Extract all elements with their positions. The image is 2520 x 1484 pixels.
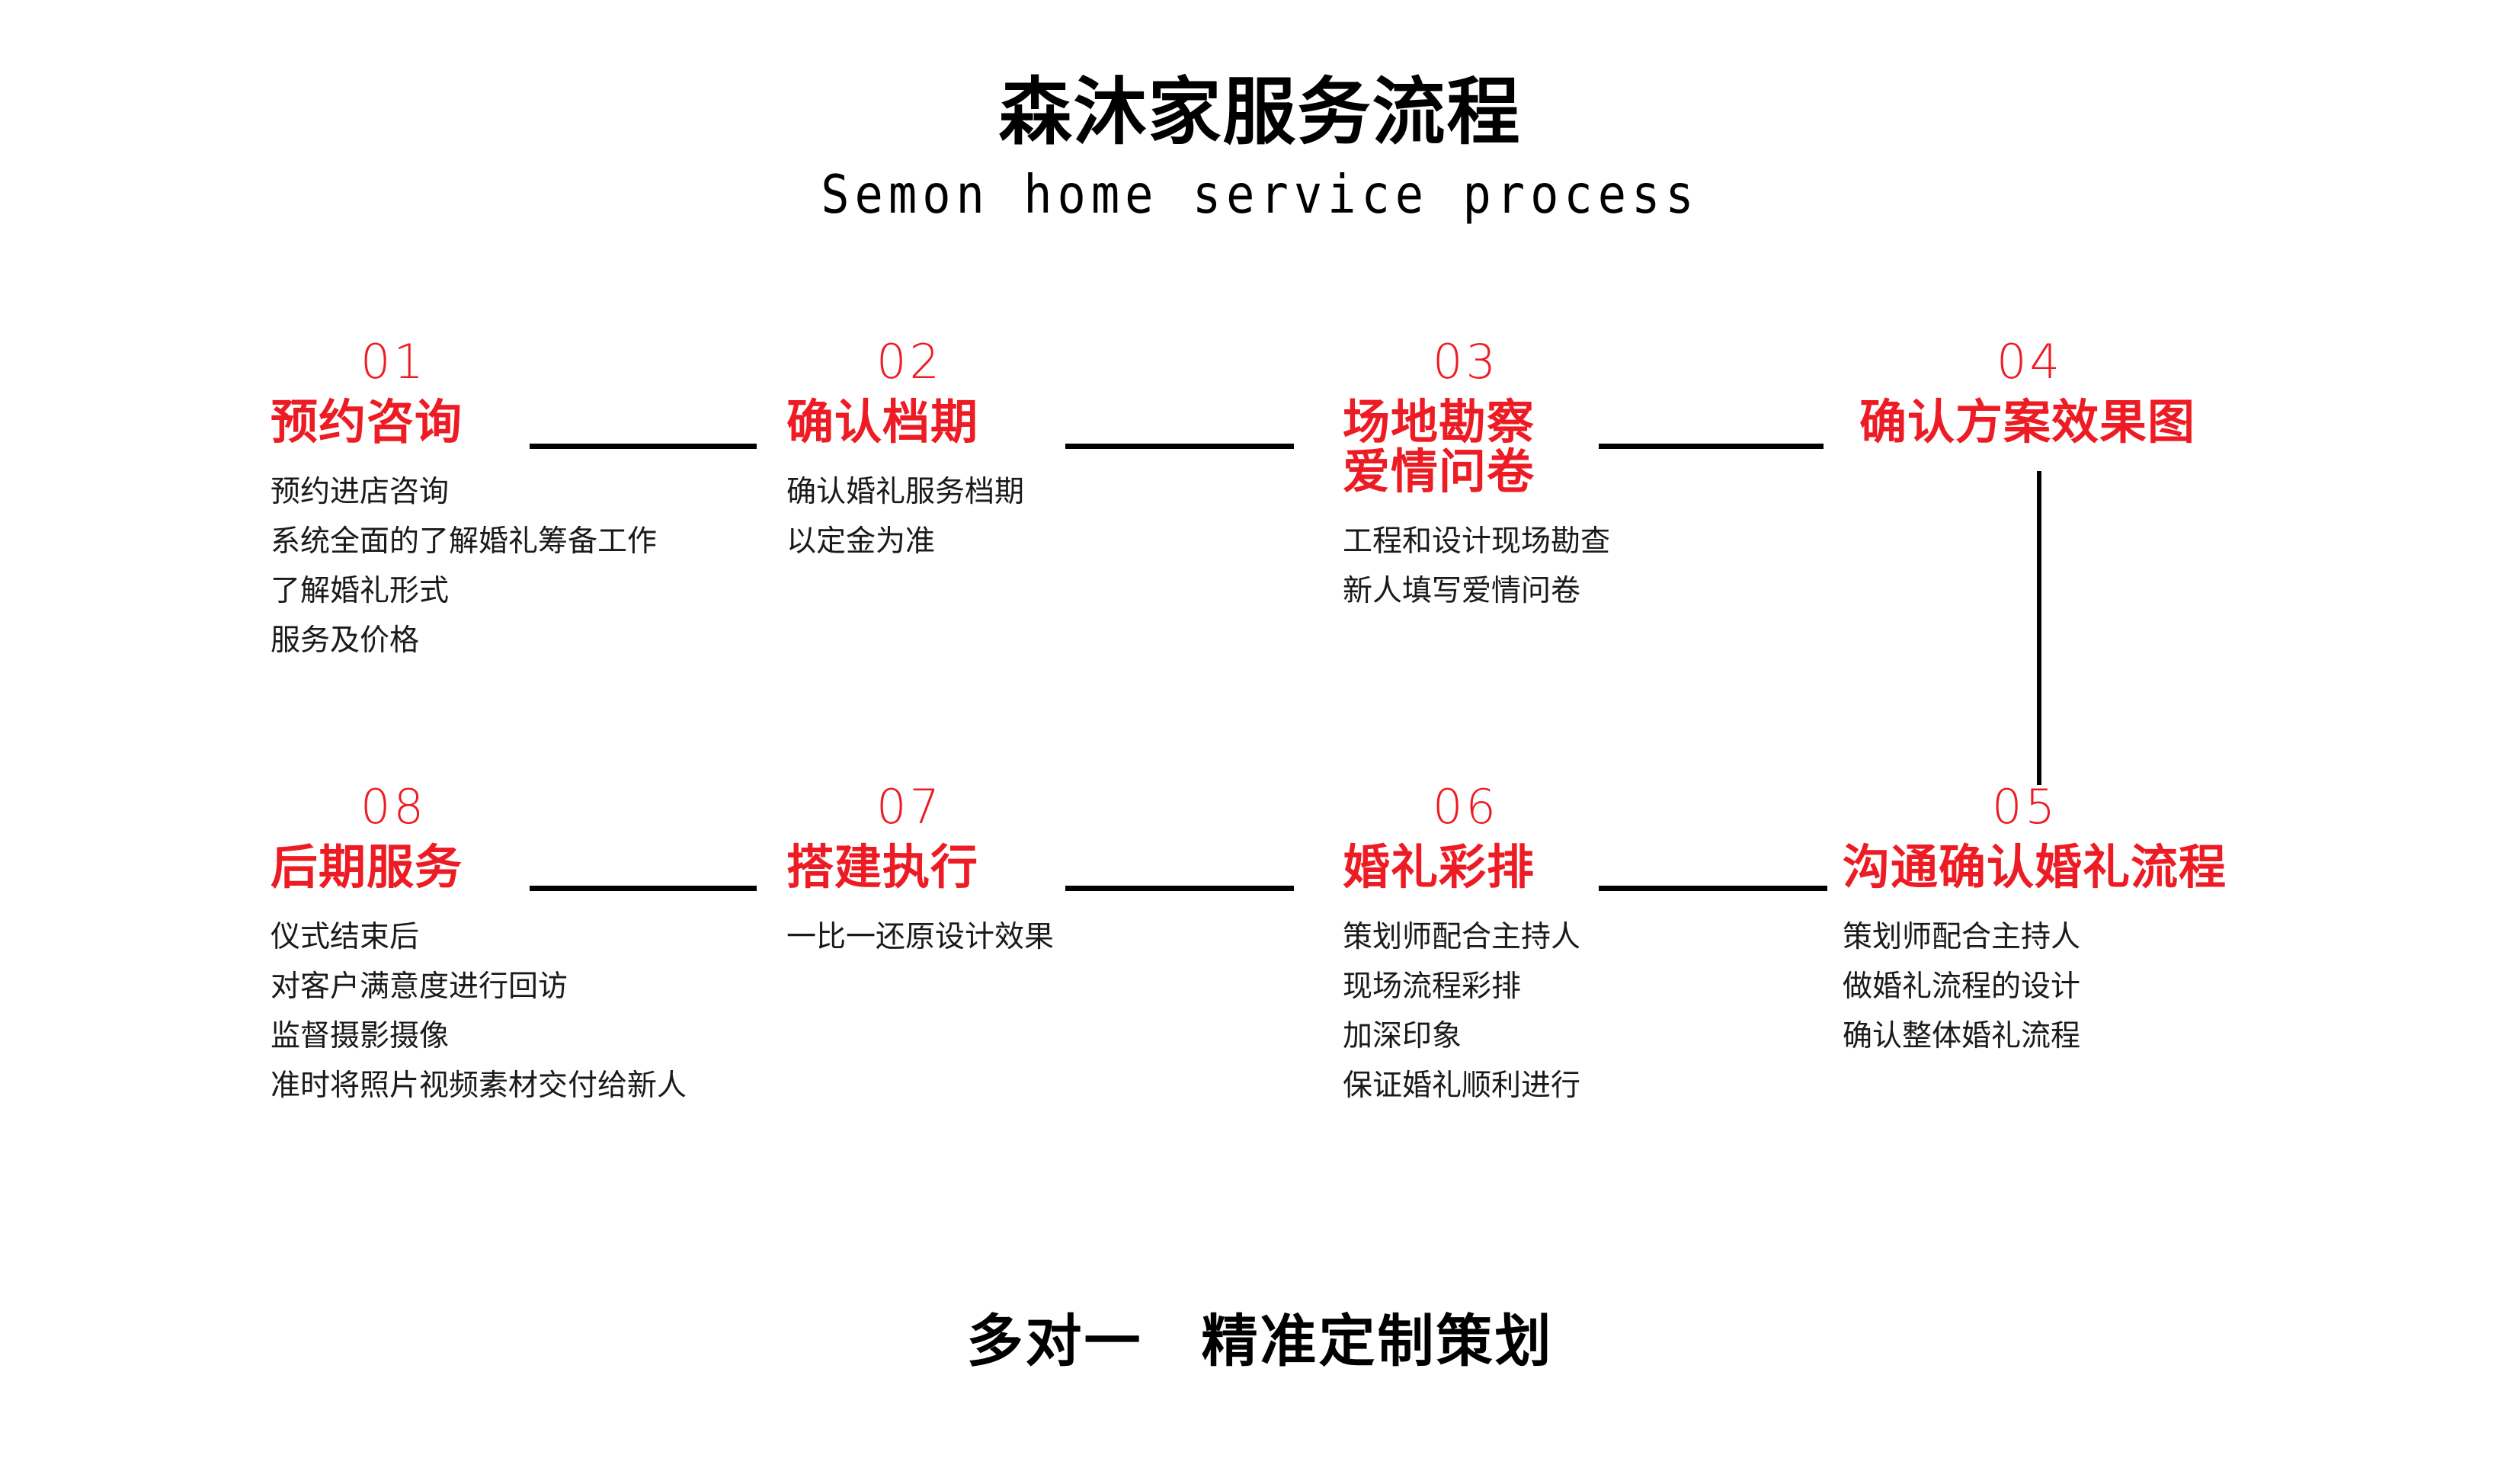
connector-step-07-to-08 (530, 886, 757, 891)
step-details-08: 仪式结束后 对客户满意度进行回访 监督摄影摄像 准时将照片视频素材交付给新人 (271, 912, 687, 1111)
step-number-05: 05 (1992, 779, 2058, 835)
detail-line: 新人填写爱情问卷 (1343, 575, 1581, 608)
step-details-06: 策划师配合主持人 现场流程彩排 加深印象 保证婚礼顺利进行 (1343, 912, 1580, 1111)
page-title: 森沐家服务流程 (998, 72, 1522, 153)
step-block-04: 04 确认方案效果图 (1859, 334, 2195, 448)
connector-step-05-to-06 (1599, 886, 1827, 891)
step-title-05: 沟通确认婚礼流程 (1843, 843, 2227, 893)
poster-footer: 多对一 精准定制策划 (0, 1296, 2520, 1377)
step-block-01: 01 预约咨询 预约进店咨询 系统全面的了解婚礼筹备工作 了解婚礼形式 服务及价… (271, 338, 657, 665)
connector-step-04-to-05 (2037, 471, 2041, 785)
detail-line: 以定金为准 (786, 525, 936, 559)
step-title-line-1: 确认档期 (786, 396, 979, 449)
detail-line: 确认整体婚礼流程 (1843, 1020, 2081, 1053)
step-block-08: 08 后期服务 仪式结束后 对客户满意度进行回访 监督摄影摄像 准时将照片视频素… (271, 784, 687, 1111)
detail-line: 预约进店咨询 (271, 476, 450, 509)
detail-line: 做婚礼流程的设计 (1843, 970, 2081, 1004)
step-title-03: 场地勘察 爱情问卷 (1343, 398, 1610, 497)
step-title-line-1: 确认方案效果图 (1859, 396, 2196, 449)
connector-step-06-to-07 (1065, 886, 1294, 891)
detail-line: 策划师配合主持人 (1843, 921, 2081, 954)
step-title-04: 确认方案效果图 (1859, 398, 2195, 447)
step-number-07: 07 (876, 779, 943, 835)
step-block-07: 07 搭建执行 一比一还原设计效果 (786, 784, 1054, 962)
detail-line: 策划师配合主持人 (1343, 921, 1581, 954)
detail-line: 工程和设计现场勘查 (1343, 525, 1611, 559)
step-title-line-1: 场地勘察 (1343, 396, 1535, 449)
step-block-03: 03 场地勘察 爱情问卷 工程和设计现场勘查 新人填写爱情问卷 (1343, 338, 1610, 616)
step-details-03: 工程和设计现场勘查 新人填写爱情问卷 (1343, 517, 1610, 616)
detail-line: 系统全面的了解婚礼筹备工作 (271, 525, 658, 559)
detail-line: 保证婚礼顺利进行 (1343, 1069, 1581, 1103)
page-subtitle: Semon home service process (821, 162, 1699, 226)
step-block-02: 02 确认档期 确认婚礼服务档期 以定金为准 (786, 338, 1024, 566)
detail-line: 一比一还原设计效果 (786, 921, 1055, 954)
detail-line: 仪式结束后 (271, 921, 420, 954)
step-details-01: 预约进店咨询 系统全面的了解婚礼筹备工作 了解婚礼形式 服务及价格 (271, 467, 657, 665)
step-number-01: 01 (360, 334, 427, 389)
step-title-line-1: 婚礼彩排 (1343, 841, 1535, 894)
step-title-line-1: 沟通确认婚礼流程 (1843, 841, 2227, 894)
step-block-05: 05 沟通确认婚礼流程 策划师配合主持人 做婚礼流程的设计 确认整体婚礼流程 (1843, 784, 2227, 1061)
detail-line: 确认婚礼服务档期 (786, 476, 1025, 509)
footer-tagline: 多对一 精准定制策划 (966, 1309, 1554, 1373)
step-title-line-1: 搭建执行 (786, 841, 979, 894)
step-title-line-1: 预约咨询 (271, 396, 463, 449)
detail-line: 服务及价格 (271, 624, 420, 658)
detail-line: 监督摄影摄像 (271, 1020, 450, 1053)
poster-header: 森沐家服务流程 Semon home service process (0, 72, 2520, 226)
step-number-06: 06 (1433, 779, 1499, 835)
step-number-04: 04 (1996, 334, 2063, 389)
detail-line: 准时将照片视频素材交付给新人 (271, 1069, 687, 1103)
step-number-08: 08 (360, 779, 427, 835)
step-number-03: 03 (1433, 334, 1499, 389)
connector-step-01-to-02 (530, 444, 757, 449)
detail-line: 加深印象 (1343, 1020, 1462, 1053)
step-number-02: 02 (876, 334, 943, 389)
step-block-06: 06 婚礼彩排 策划师配合主持人 现场流程彩排 加深印象 保证婚礼顺利进行 (1343, 784, 1580, 1111)
step-title-08: 后期服务 (271, 843, 687, 893)
detail-line: 现场流程彩排 (1343, 970, 1522, 1004)
step-details-07: 一比一还原设计效果 (786, 912, 1054, 962)
step-title-line-2: 爱情问卷 (1343, 446, 1535, 499)
step-title-line-1: 后期服务 (271, 841, 463, 894)
step-title-07: 搭建执行 (786, 843, 1054, 893)
step-title-06: 婚礼彩排 (1343, 843, 1580, 893)
detail-line: 对客户满意度进行回访 (271, 970, 568, 1004)
step-details-02: 确认婚礼服务档期 以定金为准 (786, 467, 1024, 566)
step-title-01: 预约咨询 (271, 398, 657, 447)
step-title-02: 确认档期 (786, 398, 1024, 447)
step-details-05: 策划师配合主持人 做婚礼流程的设计 确认整体婚礼流程 (1843, 912, 2227, 1061)
connector-step-03-to-04 (1599, 444, 1824, 449)
detail-line: 了解婚礼形式 (271, 575, 450, 608)
connector-step-02-to-03 (1065, 444, 1294, 449)
